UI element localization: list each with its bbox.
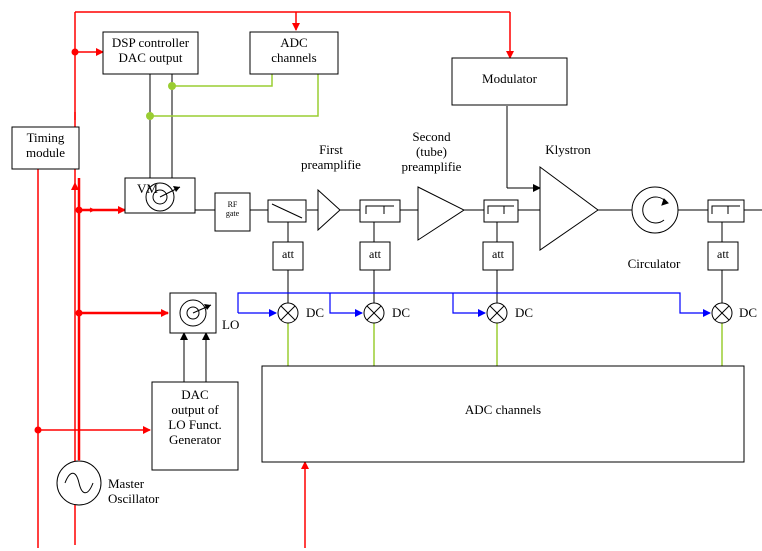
vm-label: VM (137, 181, 158, 196)
lo-label: LO (222, 317, 240, 332)
modulator-label: Modulator (482, 71, 537, 86)
dc-label-3: DC (515, 305, 534, 320)
timing-module-box (11, 126, 80, 170)
mixer-2 (363, 302, 385, 324)
att-label-2: att (369, 247, 381, 261)
adc-channels-label: ADC channels (464, 402, 542, 417)
rf-distribution-lines (37, 11, 514, 548)
dsp-controller-label: DSP controller DAC output (111, 35, 190, 65)
first-preamplifier (317, 188, 341, 232)
lo-dac-label: DAC output of LO Funct. Generator (168, 387, 222, 447)
rf-chain (149, 74, 762, 382)
circulator-label: Circulator (627, 256, 681, 271)
rf-gate-box (214, 192, 251, 232)
att-box-2 (359, 241, 391, 271)
dc-label-1: DC (306, 305, 325, 320)
timing-module-label: Timing module (26, 130, 65, 160)
rf-gate-label: RF gate (225, 200, 240, 219)
klystron-label: Klystron (545, 142, 591, 157)
dc-label-2: DC (392, 305, 411, 320)
circulator (631, 186, 679, 234)
adc-junction-dot (168, 82, 176, 90)
master-oscillator-label: Master Oscillator (108, 476, 160, 506)
adc-channels-top-label: ADC channels (271, 35, 317, 65)
adc-junction-dot (146, 112, 154, 120)
att-box-3 (482, 241, 514, 271)
lo-dac-box (151, 381, 239, 471)
dc-label-4: DC (739, 305, 758, 320)
adc-channels-top-box (249, 31, 339, 75)
modulator-box (451, 57, 568, 106)
adc-channels-box (261, 365, 745, 463)
second-preamp-label: Second (tube) preamplifie (401, 129, 462, 174)
att-label-3: att (492, 247, 504, 261)
att-label-4: att (717, 247, 729, 261)
timing-arrow (71, 182, 79, 190)
mixer-4 (711, 302, 733, 324)
lo-distribution (237, 292, 711, 317)
mixer-3 (486, 302, 508, 324)
att-box-4 (707, 241, 739, 271)
second-preamplifier (417, 186, 466, 241)
mixer-1 (277, 302, 299, 324)
att-label-1: att (282, 247, 294, 261)
junction-dots (34, 48, 83, 434)
first-preamp-label: First preamplifie (301, 142, 361, 172)
dsp-controller-box (102, 31, 199, 75)
att-box-1 (272, 241, 304, 271)
klystron (539, 166, 599, 251)
adc-readback-lines (150, 74, 723, 366)
